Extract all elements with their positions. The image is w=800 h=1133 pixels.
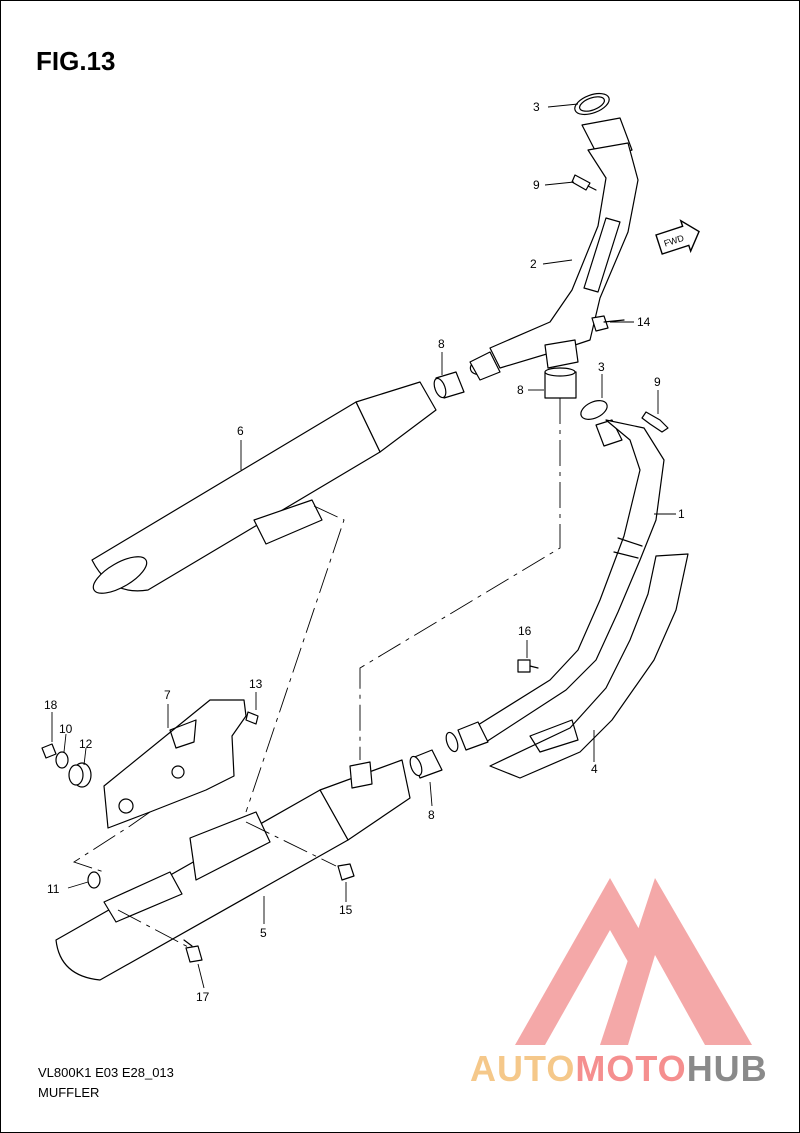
part-12-grommet bbox=[68, 762, 92, 788]
callout-5: 5 bbox=[260, 926, 267, 940]
callout-6: 6 bbox=[237, 424, 244, 438]
watermark-brand: AUTOMOTOHUB bbox=[470, 1048, 768, 1090]
part-15-bolt bbox=[337, 863, 355, 881]
part-6-muffler bbox=[91, 381, 437, 594]
assembly-dash-lines bbox=[72, 398, 561, 949]
part-3-gasket-top bbox=[574, 92, 610, 116]
part-9-bolt-top bbox=[571, 174, 597, 191]
callout-7: 7 bbox=[164, 688, 171, 702]
callout-12: 12 bbox=[79, 737, 93, 751]
callout-8: 8 bbox=[438, 337, 445, 351]
part-18-nut bbox=[41, 743, 57, 759]
part-14-bolt bbox=[591, 315, 625, 332]
brand-part-moto: MOTO bbox=[575, 1048, 687, 1089]
part-3-gasket-right bbox=[580, 400, 623, 447]
part-5-muffler bbox=[55, 759, 411, 981]
callout-10: 10 bbox=[59, 722, 73, 736]
part-16-bolt bbox=[517, 659, 539, 673]
callout-16: 16 bbox=[518, 624, 532, 638]
callout-9: 9 bbox=[654, 375, 661, 389]
callout-8: 8 bbox=[428, 808, 435, 822]
brand-part-hub: HUB bbox=[686, 1048, 768, 1089]
callout-9: 9 bbox=[533, 178, 540, 192]
callout-13: 13 bbox=[249, 677, 263, 691]
fwd-direction-icon: FWD bbox=[655, 219, 700, 255]
callout-2: 2 bbox=[530, 257, 537, 271]
part-9-bolt-right bbox=[641, 411, 669, 433]
part-1-rear-exhaust-pipe bbox=[445, 419, 665, 753]
figure-title: FIG.13 bbox=[36, 46, 116, 76]
part-7-bracket bbox=[103, 699, 247, 829]
part-4-heat-shield bbox=[489, 553, 689, 779]
callout-4: 4 bbox=[591, 762, 598, 776]
section-name: MUFFLER bbox=[38, 1085, 100, 1100]
part-8-sleeve-1 bbox=[433, 371, 465, 399]
callout-18: 18 bbox=[44, 698, 58, 712]
callout-1: 1 bbox=[678, 507, 685, 521]
part-13-bolt bbox=[245, 711, 259, 725]
brand-part-auto: AUTO bbox=[470, 1048, 576, 1089]
part-11-collar bbox=[87, 871, 101, 889]
callout-8: 8 bbox=[517, 383, 524, 397]
callout-3: 3 bbox=[533, 100, 540, 114]
callout-3: 3 bbox=[598, 360, 605, 374]
model-code: VL800K1 E03 E28_013 bbox=[38, 1065, 174, 1080]
part-17-bolt bbox=[183, 939, 203, 963]
part-8-sleeve-3 bbox=[409, 749, 443, 779]
callout-14: 14 bbox=[637, 315, 651, 329]
part-8-sleeve-2 bbox=[544, 367, 577, 399]
callout-17: 17 bbox=[196, 990, 210, 1004]
watermark-logo bbox=[515, 878, 752, 1045]
callout-15: 15 bbox=[339, 903, 353, 917]
callout-11: 11 bbox=[47, 882, 60, 896]
leader-lines bbox=[51, 103, 676, 989]
part-2-front-exhaust-pipe bbox=[469, 117, 639, 381]
part-10-washer bbox=[55, 751, 69, 769]
